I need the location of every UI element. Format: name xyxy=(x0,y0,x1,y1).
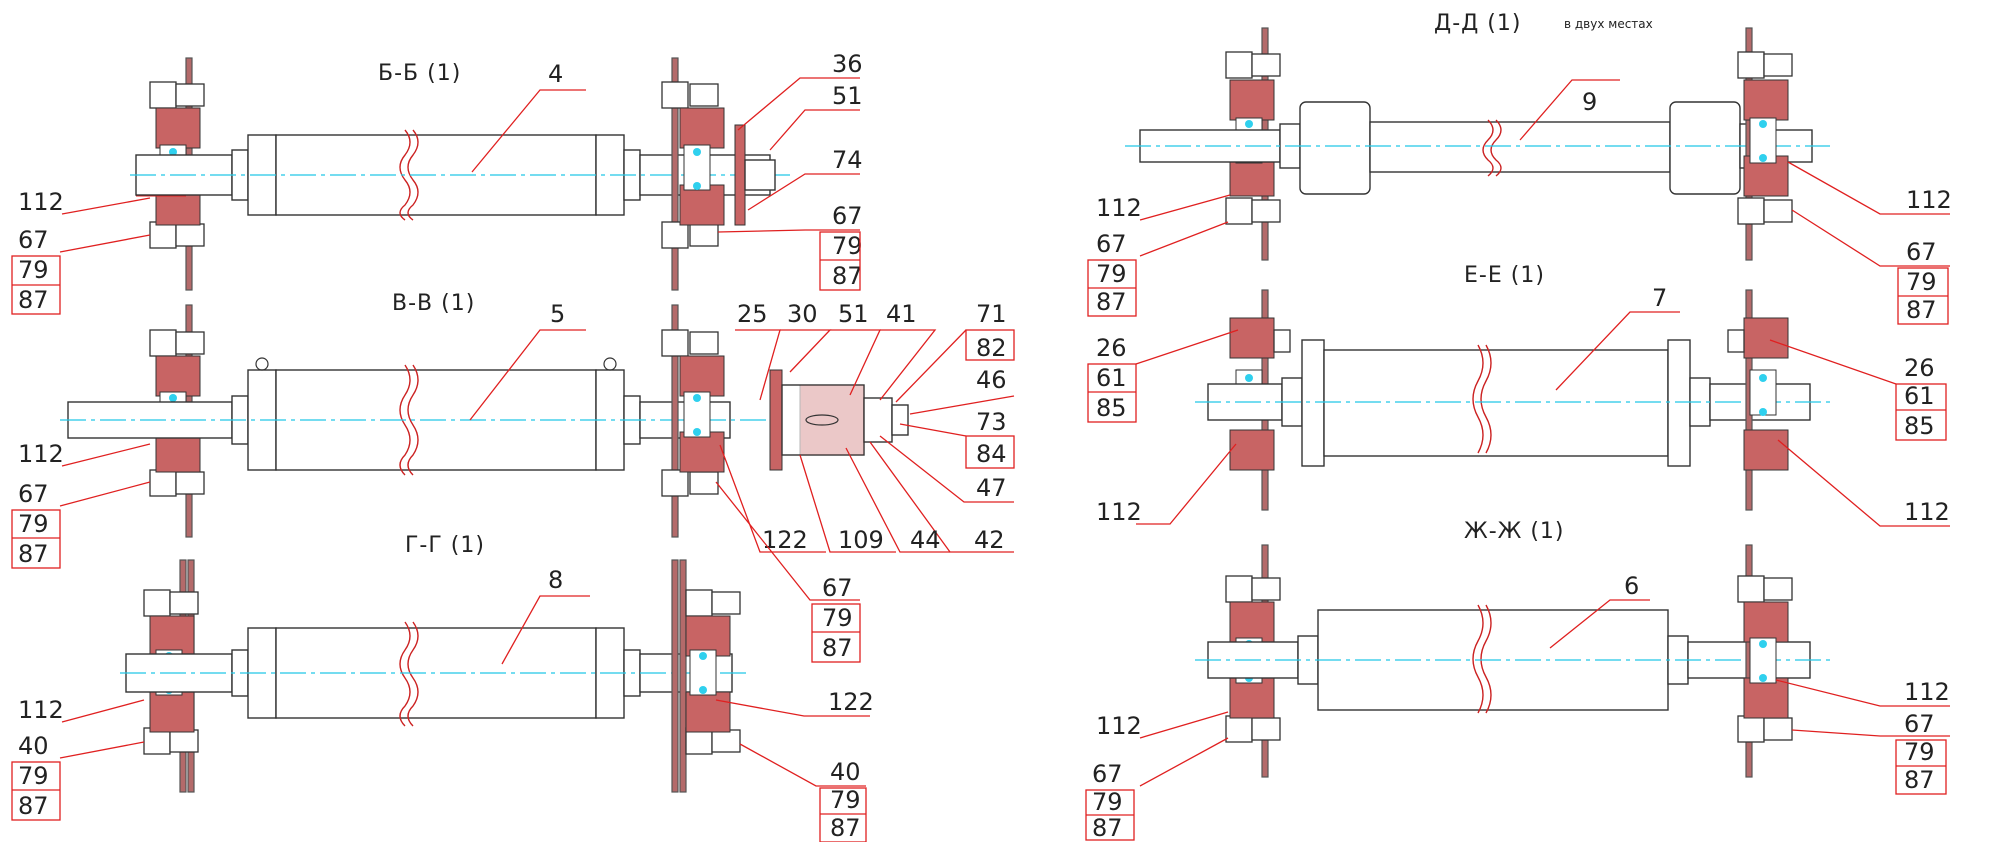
callout-bb-67l: 67 xyxy=(18,226,49,254)
callout-dd-87l: 87 xyxy=(1096,288,1127,316)
callout-vv-41: 41 xyxy=(886,300,917,328)
view-title-vv: В-В (1) xyxy=(392,291,475,316)
callout-vv-44: 44 xyxy=(910,526,941,554)
callout-bb-51: 51 xyxy=(832,82,863,110)
callout-zz-87l: 87 xyxy=(1092,814,1123,842)
callout-gg-79r: 79 xyxy=(830,786,861,814)
callout-ee-85l: 85 xyxy=(1096,394,1127,422)
callout-dd-87r: 87 xyxy=(1906,296,1937,324)
callout-vv-84: 84 xyxy=(976,440,1007,468)
callout-ee-61l: 61 xyxy=(1096,364,1127,392)
callout-vv-122: 122 xyxy=(762,526,808,554)
view-dd: Д-Д (1) в двух местах xyxy=(1087,11,1952,325)
callout-gg-79l: 79 xyxy=(18,762,49,790)
callout-vv-82: 82 xyxy=(976,334,1007,362)
callout-ee-112l: 112 xyxy=(1096,498,1142,526)
callout-vv-67l: 67 xyxy=(18,480,49,508)
callout-vv-67r: 67 xyxy=(822,574,853,602)
view-vv: В-В (1) xyxy=(11,291,1015,663)
callout-ee-26l: 26 xyxy=(1096,334,1127,362)
right-support-ee xyxy=(1727,289,1789,511)
part-label-ee: 7 xyxy=(1652,284,1667,312)
right-support-vv xyxy=(661,304,909,538)
callout-zz-67r: 67 xyxy=(1904,710,1935,738)
callout-bb-112: 112 xyxy=(18,188,64,216)
callout-vv-25: 25 xyxy=(737,300,768,328)
callout-zz-112r: 112 xyxy=(1904,678,1950,706)
callout-vv-87r: 87 xyxy=(822,634,853,662)
view-title-bb: Б-Б (1) xyxy=(378,61,461,86)
part-label-dd: 9 xyxy=(1582,88,1597,116)
callout-dd-67l: 67 xyxy=(1096,230,1127,258)
view-bb: Б-Б (1) xyxy=(11,50,863,315)
callout-gg-112: 112 xyxy=(18,696,64,724)
callout-gg-40l: 40 xyxy=(18,732,49,760)
callout-vv-51: 51 xyxy=(838,300,869,328)
callout-dd-112r: 112 xyxy=(1906,186,1952,214)
view-title-zz: Ж-Ж (1) xyxy=(1464,519,1565,544)
part-label-gg: 8 xyxy=(548,566,563,594)
right-support-gg xyxy=(671,559,741,793)
callout-bb-74: 74 xyxy=(832,146,863,174)
callout-zz-67l: 67 xyxy=(1092,760,1123,788)
callout-gg-87l: 87 xyxy=(18,792,49,820)
callout-zz-112l: 112 xyxy=(1096,712,1142,740)
callout-dd-67r: 67 xyxy=(1906,238,1937,266)
callout-bb-87r: 87 xyxy=(832,262,863,290)
callout-bb-79r: 79 xyxy=(832,232,863,260)
callout-gg-87r: 87 xyxy=(830,814,861,842)
callout-vv-79l: 79 xyxy=(18,510,49,538)
view-ee: Е-Е (1) 7 26 61 85 xyxy=(1087,263,1950,527)
callout-bb-36: 36 xyxy=(832,50,863,78)
part-label-bb: 4 xyxy=(548,60,563,88)
callout-vv-87l: 87 xyxy=(18,540,49,568)
callout-vv-71: 71 xyxy=(976,300,1007,328)
callout-gg-40r: 40 xyxy=(830,758,861,786)
callout-vv-73: 73 xyxy=(976,408,1007,436)
callout-vv-112: 112 xyxy=(18,440,64,468)
view-zz: Ж-Ж (1) 6 xyxy=(1085,519,1950,842)
view-title-ee: Е-Е (1) xyxy=(1464,263,1545,288)
callout-zz-87r: 87 xyxy=(1904,766,1935,794)
callout-bb-79l: 79 xyxy=(18,256,49,284)
callout-bb-67r: 67 xyxy=(832,202,863,230)
right-support-dd xyxy=(1737,27,1793,261)
callout-vv-42: 42 xyxy=(974,526,1005,554)
callout-dd-112l: 112 xyxy=(1096,194,1142,222)
part-label-zz: 6 xyxy=(1624,572,1639,600)
callout-vv-79r: 79 xyxy=(822,604,853,632)
callout-dd-79l: 79 xyxy=(1096,260,1127,288)
callout-bb-87l: 87 xyxy=(18,286,49,314)
callout-zz-79r: 79 xyxy=(1904,738,1935,766)
view-note-dd: в двух местах xyxy=(1564,17,1653,31)
right-support-bb xyxy=(661,57,776,291)
callout-ee-61r: 61 xyxy=(1904,382,1935,410)
view-gg: Г-Г (1) xyxy=(11,533,874,842)
view-title-gg: Г-Г (1) xyxy=(405,533,485,558)
callout-vv-46: 46 xyxy=(976,366,1007,394)
part-label-vv: 5 xyxy=(550,300,565,328)
callout-vv-109: 109 xyxy=(838,526,884,554)
right-support-zz xyxy=(1737,544,1793,778)
callout-vv-30: 30 xyxy=(787,300,818,328)
view-title-dd: Д-Д (1) xyxy=(1434,11,1521,36)
callout-zz-79l: 79 xyxy=(1092,788,1123,816)
callout-gg-122: 122 xyxy=(828,688,874,716)
callout-ee-85r: 85 xyxy=(1904,412,1935,440)
callout-ee-26r: 26 xyxy=(1904,354,1935,382)
callout-ee-112r: 112 xyxy=(1904,498,1950,526)
callout-dd-79r: 79 xyxy=(1906,268,1937,296)
callout-vv-47: 47 xyxy=(976,474,1007,502)
